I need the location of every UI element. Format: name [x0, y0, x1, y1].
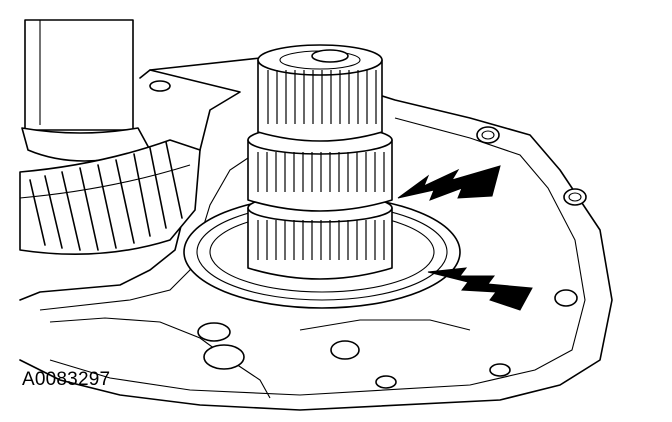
- transmission-case: [19, 57, 613, 411]
- indicator-arrow-upper: [397, 165, 501, 201]
- indicator-arrow-lower: [427, 267, 533, 311]
- needle-bearing-stack: [247, 44, 393, 280]
- bolt-hole-bottom-center: [330, 340, 360, 360]
- needle-bearing-middle: [247, 139, 393, 212]
- helical-gear: [19, 139, 201, 256]
- needle-bearing-lower: [247, 207, 393, 280]
- bolt-hole-top-right: [476, 126, 500, 144]
- needle-rollers: [257, 70, 385, 260]
- bolt-hole-bottom: [203, 344, 245, 370]
- bolt-hole-lower-right: [554, 289, 578, 307]
- figure-code: A0083297: [22, 369, 111, 390]
- input-shaft: [21, 19, 151, 162]
- bolt-hole-right: [563, 188, 587, 206]
- bolt-boss: [197, 322, 231, 342]
- splined-shaft: [257, 59, 383, 142]
